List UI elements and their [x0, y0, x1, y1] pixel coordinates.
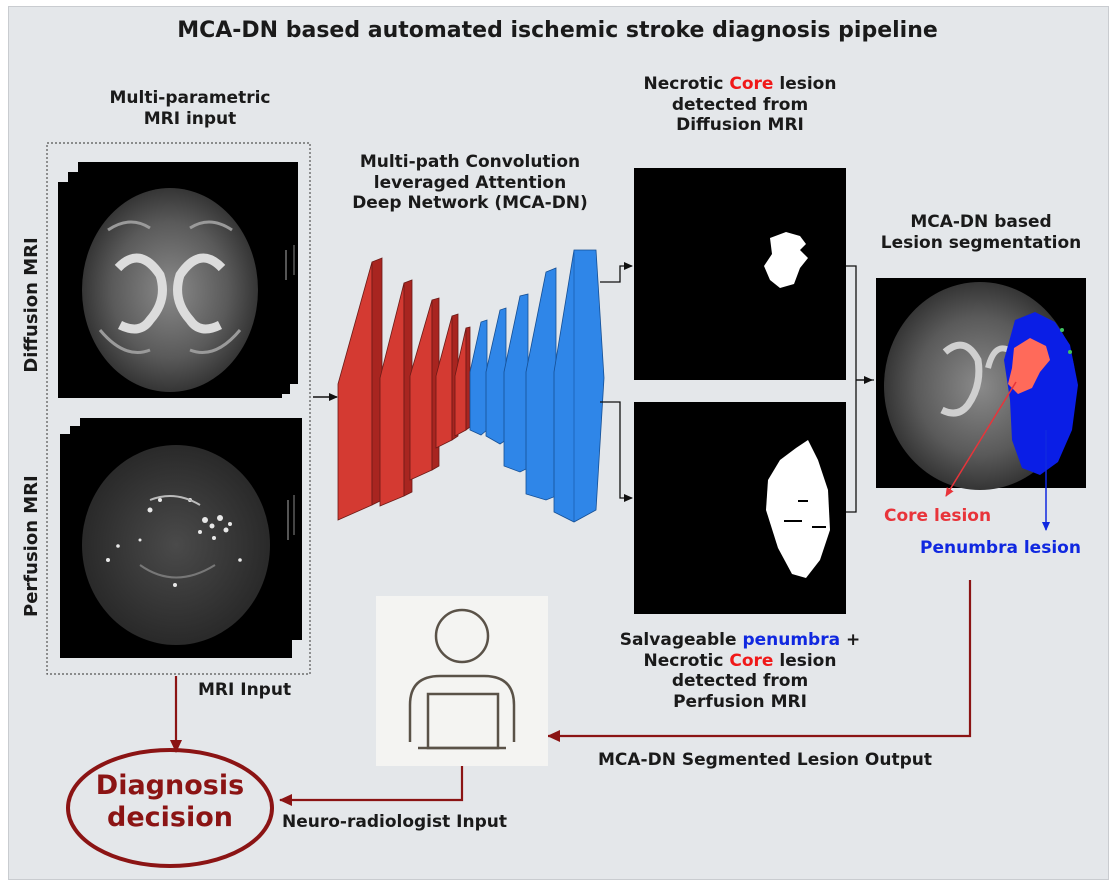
core-lesion-image [634, 168, 846, 380]
segmentation-label-line1: MCA-DN based [910, 212, 1052, 232]
segmentation-label-line2: Lesion segmentation [880, 232, 1082, 253]
diagnosis-decision-ellipse [66, 748, 274, 868]
perfusion-output-penumbra-word: penumbra [742, 630, 841, 650]
core-pointer-arrow [945, 381, 1017, 497]
network-label: Multi-path Convolution leveraged Attenti… [320, 152, 620, 214]
network-label-line2: leveraged Attention [373, 172, 567, 193]
radiologist-input-arrow [279, 766, 464, 806]
segmented-output-arrow [547, 580, 972, 742]
network-label-line1: Multi-path Convolution [359, 152, 581, 172]
diffusion-mri-stack [58, 162, 298, 398]
core-output-line1: Necrotic Core lesion [600, 74, 880, 95]
core-output-line3: Diffusion MRI [676, 115, 804, 136]
network-label-line3: Deep Network (MCA-DN) [352, 193, 588, 214]
perfusion-output-core-word: Core [729, 650, 774, 671]
core-output-line1-post: lesion [773, 74, 837, 94]
perfusion-brain-image [82, 445, 270, 645]
penumbra-lesion-label: Penumbra lesion [920, 538, 1081, 558]
perfusion-output-line4: Perfusion MRI [673, 692, 807, 713]
radiologist-input-label: Neuro-radiologist Input [282, 812, 508, 832]
input-heading-line2: MRI input [143, 108, 237, 129]
core-output-core-word: Core [729, 74, 774, 94]
perfusion-mri-stack [60, 418, 302, 658]
perfusion-output-line1-post: + [840, 630, 861, 650]
decoder-blocks [469, 249, 605, 523]
core-output-label: Necrotic Core lesion detected from Diffu… [600, 74, 880, 136]
perfusion-mri-label: Perfusion MRI [21, 475, 43, 617]
diagnosis-decision-label: Diagnosis decision [70, 770, 270, 835]
perfusion-output-line2-post: lesion [773, 650, 837, 671]
diffusion-mri-label: Diffusion MRI [21, 237, 43, 373]
perfusion-output-line1-pre: Salvageable [619, 630, 743, 650]
mri-input-label: MRI Input [198, 680, 292, 700]
perfusion-output-line2-pre: Necrotic [643, 650, 730, 671]
perfusion-lesion-image [634, 402, 846, 614]
input-heading-line1: Multi-parametric [109, 88, 271, 108]
segmented-output-label: MCA-DN Segmented Lesion Output [598, 750, 932, 770]
segmentation-image [876, 278, 1086, 490]
input-heading: Multi-parametric MRI input [70, 88, 310, 129]
diffusion-brain-image [82, 188, 258, 392]
perfusion-output-line2: Necrotic Core lesion [590, 651, 890, 672]
perfusion-output-label: Salvageable penumbra + Necrotic Core les… [590, 630, 890, 713]
figure-title: MCA-DN based automated ischemic stroke d… [177, 18, 938, 43]
outputs-to-segmentation-arrow [846, 265, 874, 513]
perfusion-output-line3: detected from [671, 671, 809, 692]
decision-line2: decision [107, 802, 233, 834]
radiologist-icon [376, 596, 548, 766]
segmentation-label: MCA-DN based Lesion segmentation [856, 212, 1106, 253]
perfusion-output-line1: Salvageable penumbra + [590, 630, 890, 651]
core-region [1008, 338, 1050, 394]
decision-line1: Diagnosis [95, 770, 245, 801]
network-to-perfusion-arrow [600, 401, 633, 502]
encoder-blocks [337, 257, 471, 521]
network-to-core-arrow [600, 262, 633, 283]
core-output-line2: detected from [671, 94, 809, 115]
core-lesion-label: Core lesion [884, 506, 992, 526]
core-output-line1-pre: Necrotic [643, 74, 730, 94]
mri-input-box [46, 142, 311, 675]
